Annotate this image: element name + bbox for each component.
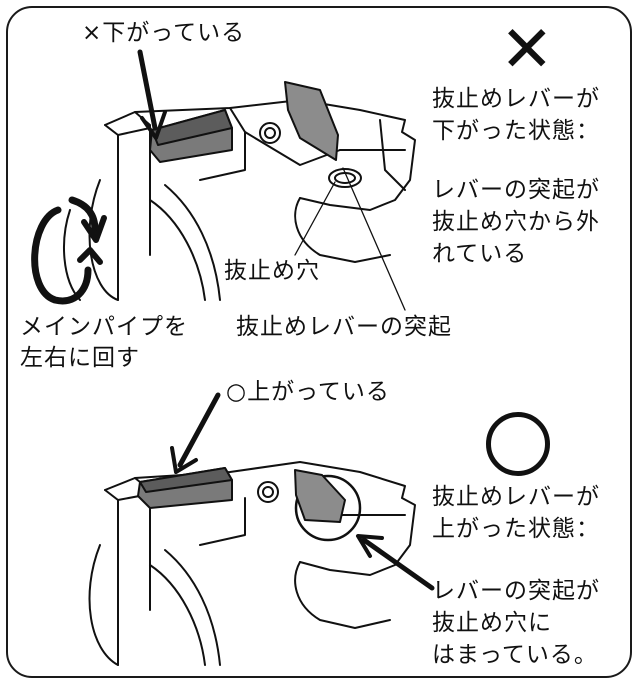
bad-state-line2: 下がった状態： bbox=[432, 118, 600, 144]
bad-state-line1: 抜止めレバーが bbox=[432, 86, 600, 112]
engaged-pointer-arrow bbox=[361, 537, 435, 591]
rotate-line1: メインパイプを bbox=[20, 314, 188, 340]
diagram-frame bbox=[6, 6, 632, 678]
down-callout-arrow bbox=[137, 49, 158, 131]
top-mechanism bbox=[63, 99, 416, 311]
good-detail-line1: レバーの突起が bbox=[432, 578, 600, 604]
bad-detail-line1: レバーの突起が bbox=[432, 177, 600, 203]
down-callout-label: ×下がっている bbox=[82, 20, 246, 46]
good-detail-line2: 抜止め穴に bbox=[432, 610, 552, 636]
up-callout-label: ○上がっている bbox=[226, 379, 390, 405]
good-detail-line3: はまっている。 bbox=[432, 642, 598, 668]
bad-detail-line3: れている bbox=[432, 241, 528, 267]
highlight-circle bbox=[294, 474, 362, 542]
hole-label: 抜止め穴 bbox=[224, 258, 320, 284]
protrusion-label: 抜止めレバーの突起 bbox=[236, 314, 452, 340]
good-state-line2: 上がった状態： bbox=[432, 516, 600, 542]
rotate-line2: 左右に回す bbox=[20, 345, 140, 371]
circle-mark-icon bbox=[486, 412, 550, 476]
bad-detail-line2: 抜止め穴から外 bbox=[432, 209, 600, 235]
up-callout-arrow bbox=[177, 392, 221, 468]
good-state-line1: 抜止めレバーが bbox=[432, 484, 600, 510]
cross-mark-icon: ✕ bbox=[500, 13, 554, 87]
rotate-arrow-icon bbox=[31, 196, 107, 305]
